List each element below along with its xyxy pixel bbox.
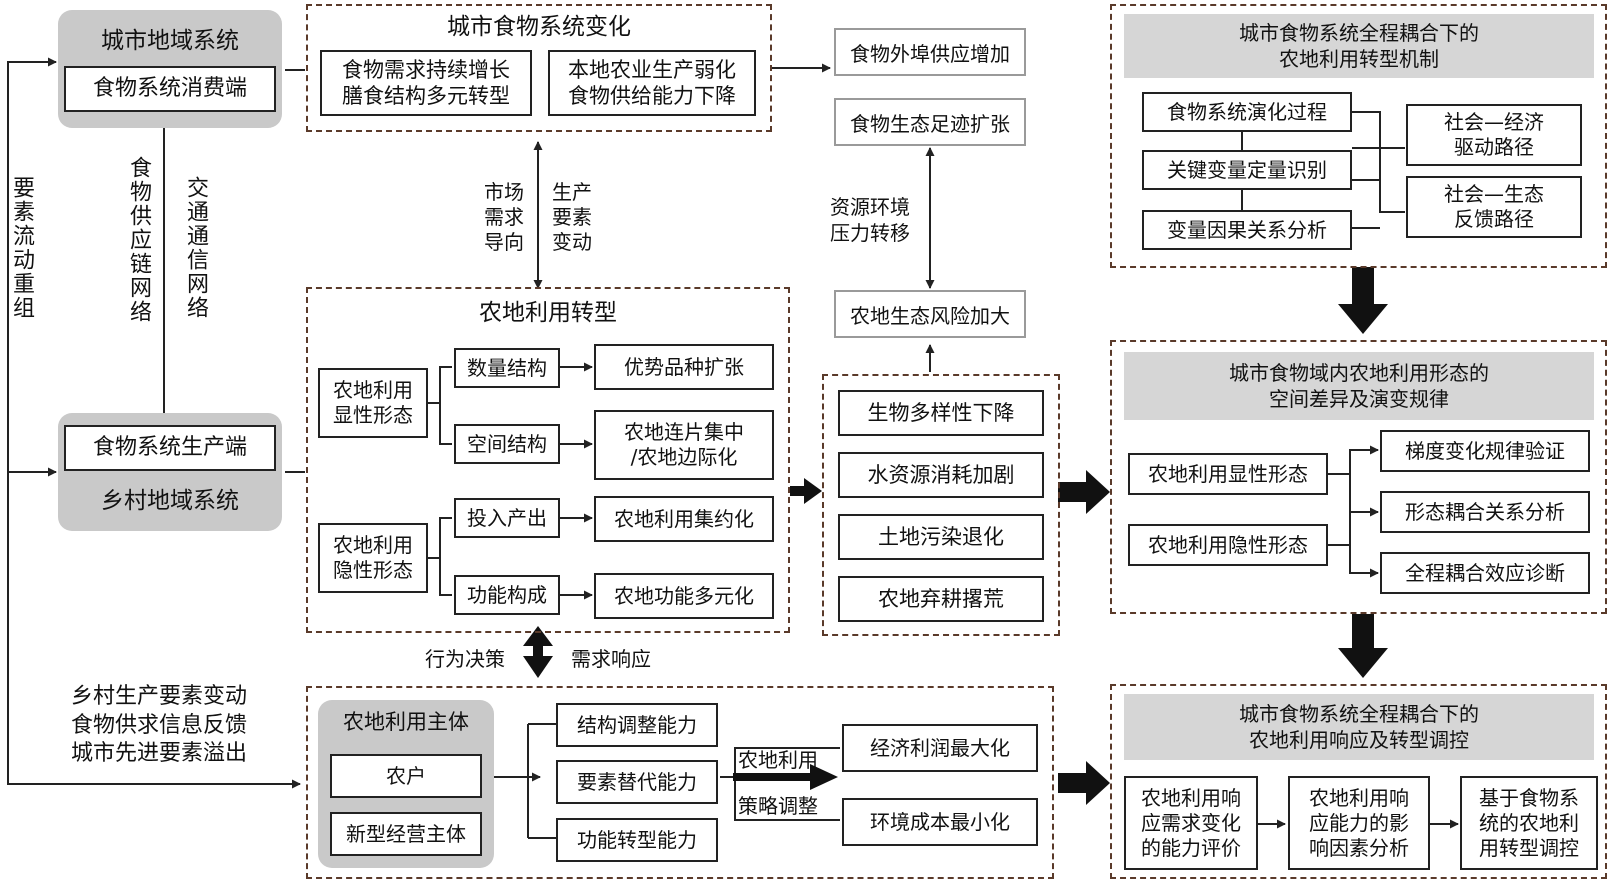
profit-max-box: 经济利润最大化: [842, 724, 1038, 772]
actors-group: [306, 686, 1054, 879]
socio-ecological-box: 社会—生态 反馈路径: [1406, 176, 1582, 238]
dominant-variety-box: 优势品种扩张: [594, 344, 774, 390]
eco-footprint-box: 食物生态足迹扩张: [834, 98, 1026, 146]
urban-system-label: 城市地域系统: [101, 28, 239, 54]
regulation-title: 城市食物系统全程耦合下的 农地利用响应及转型调控: [1124, 694, 1594, 760]
actors-title: 农地利用主体: [343, 710, 469, 734]
coupling-effect-box: 全程耦合效应诊断: [1380, 552, 1590, 594]
socio-economic-box: 社会—经济 驱动路径: [1406, 104, 1582, 166]
production-end-box: 食物系统生产端: [64, 425, 276, 471]
supply-chain-label: 食物供应链网络: [126, 156, 151, 324]
biodiversity-box: 生物多样性下降: [838, 390, 1044, 436]
intensive-box: 农地利用集约化: [594, 496, 774, 542]
food-change-group: [306, 4, 772, 132]
structure-adjust-box: 结构调整能力: [556, 703, 718, 747]
regulation-group: [1110, 684, 1607, 879]
factor-flow-label: 要素流动重组: [9, 176, 34, 320]
cost-min-box: 环境成本最小化: [842, 798, 1038, 846]
behavior-label: 行为决策: [425, 646, 505, 671]
rural-feedback-label: 乡村生产要素变动 食物供求信息反馈 城市先进要素溢出: [70, 684, 247, 767]
demand-response-label: 需求响应: [571, 646, 651, 671]
pressure-shift-label: 资源环境 压力转移: [830, 195, 910, 245]
evolution-box: 食物系统演化过程: [1142, 92, 1352, 132]
explicit-form-right-box: 农地利用显性形态: [1128, 453, 1328, 495]
spatial-group: [1110, 340, 1607, 614]
market-label: 市场 需求 导向: [484, 179, 524, 254]
contiguous-box: 农地连片集中 /农地边际化: [594, 410, 774, 480]
quantity-structure-box: 数量结构: [454, 348, 560, 388]
factor-analysis-box: 农地利用响 应能力的影 响因素分析: [1288, 776, 1430, 870]
farmer-box: 农户: [330, 754, 482, 798]
spatial-title: 城市食物域内农地利用形态的 空间差异及演变规律: [1124, 352, 1594, 420]
external-supply-box: 食物外埠供应增加: [834, 28, 1026, 76]
transition-title: 农地利用转型: [479, 300, 617, 326]
new-operator-box: 新型经营主体: [330, 812, 482, 856]
production-factor-label: 生产 要素 变动: [552, 179, 592, 254]
key-variables-box: 关键变量定量识别: [1142, 150, 1352, 190]
function-composition-box: 功能构成: [454, 575, 560, 615]
strategy-label-bottom: 策略调整: [738, 793, 818, 818]
food-change-title: 城市食物系统变化: [447, 14, 631, 40]
ability-evaluation-box: 农地利用响 应需求变化 的能力评价: [1124, 776, 1258, 870]
transition-regulation-box: 基于食物系 统的农地利 用转型调控: [1460, 776, 1598, 870]
factor-substitute-box: 要素替代能力: [556, 760, 718, 804]
eco-risk-box: 农地生态风险加大: [834, 290, 1026, 338]
implicit-form-box: 农地利用 隐性形态: [318, 523, 428, 593]
demand-box: 食物需求持续增长 膳食结构多元转型: [320, 50, 532, 116]
implicit-form-right-box: 农地利用隐性形态: [1128, 524, 1328, 566]
causal-analysis-box: 变量因果关系分析: [1142, 210, 1352, 250]
water-box: 水资源消耗加剧: [838, 452, 1044, 498]
rural-system-label: 乡村地域系统: [101, 488, 239, 514]
explicit-form-box: 农地利用 显性形态: [318, 368, 428, 438]
transition-group: [306, 287, 790, 633]
coupling-relation-box: 形态耦合关系分析: [1380, 491, 1590, 533]
input-output-box: 投入产出: [454, 498, 560, 538]
supply-box: 本地农业生产弱化 食物供给能力下降: [548, 50, 756, 116]
transport-net-label: 交通通信网络: [183, 176, 208, 320]
mechanism-group: [1110, 4, 1607, 268]
function-transform-box: 功能转型能力: [556, 818, 718, 862]
strategy-label-top: 农地利用: [738, 747, 818, 772]
risks-group: [822, 374, 1060, 636]
mechanism-title: 城市食物系统全程耦合下的 农地利用转型机制: [1124, 14, 1594, 78]
gradient-box: 梯度变化规律验证: [1380, 430, 1590, 472]
soil-box: 土地污染退化: [838, 514, 1044, 560]
spatial-structure-box: 空间结构: [454, 424, 560, 464]
multifunction-box: 农地功能多元化: [594, 573, 774, 619]
consumption-end-box: 食物系统消费端: [64, 66, 276, 112]
abandon-box: 农地弃耕撂荒: [838, 576, 1044, 622]
